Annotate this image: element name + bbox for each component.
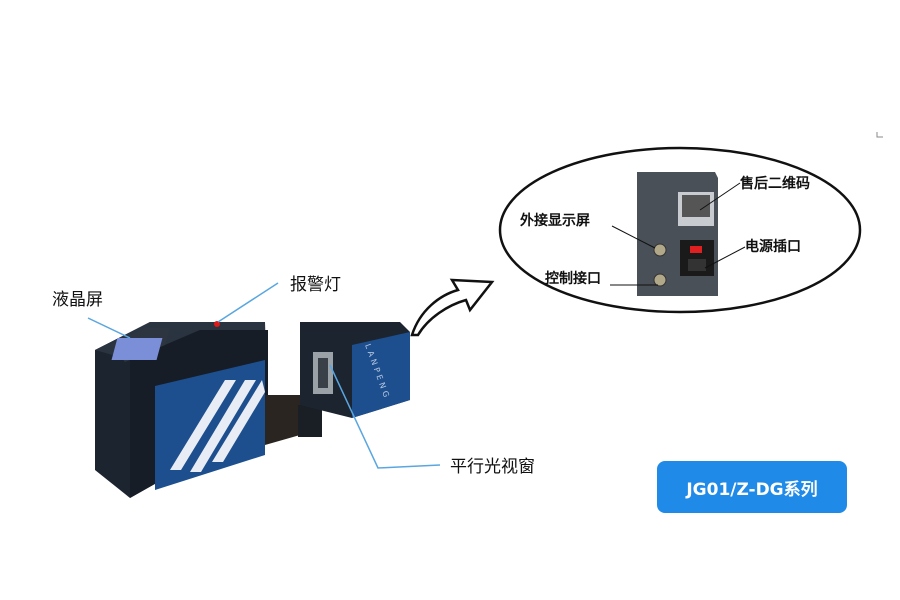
lcd-screen [111, 338, 163, 360]
arrow-icon [410, 278, 495, 337]
right-housing [300, 322, 410, 418]
label-power-socket: 电源插口 [745, 239, 801, 255]
label-lcd: 液晶屏 [52, 290, 103, 310]
label-alarm-light: 报警灯 [290, 275, 341, 295]
label-ext-display: 外接显示屏 [520, 213, 590, 229]
series-badge: JG01/Z-DG系列 [657, 461, 847, 513]
rear-panel [637, 172, 718, 296]
ext-display-connector [653, 243, 667, 257]
left-housing [95, 321, 268, 498]
label-parallel-window: 平行光视窗 [450, 457, 535, 477]
label-control-port: 控制接口 [545, 271, 601, 287]
detail-ellipse [498, 146, 862, 314]
control-connector [653, 273, 667, 287]
label-qr-code: 售后二维码 [740, 176, 810, 192]
